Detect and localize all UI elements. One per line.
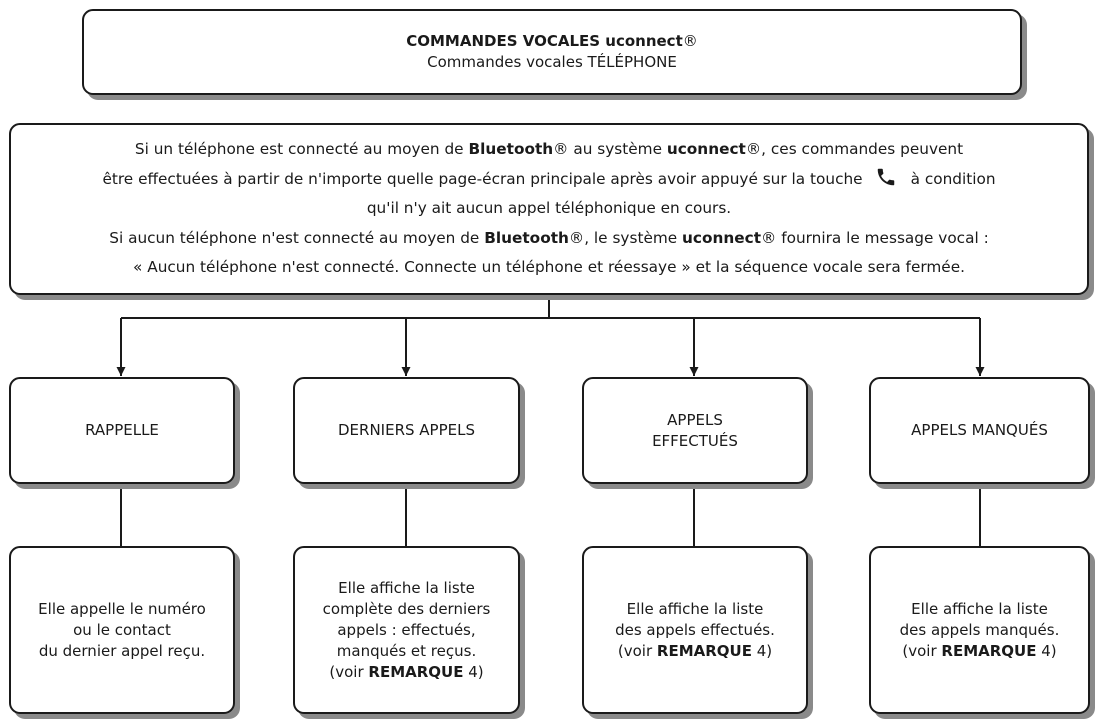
note-reference: (voir REMARQUE 4): [618, 641, 772, 662]
command-label: APPELS: [667, 410, 723, 429]
intro-text: au système: [568, 140, 667, 159]
note-text: 4): [1036, 641, 1057, 660]
intro-text: fournira le message vocal :: [776, 228, 989, 247]
note-text: 4): [751, 641, 773, 660]
title-box: COMMANDES VOCALES uconnect® Commandes vo…: [82, 9, 1022, 95]
note-remarque: REMARQUE: [941, 641, 1037, 660]
title-line-1: COMMANDES VOCALES uconnect®: [406, 31, 698, 52]
note-remarque: REMARQUE: [368, 662, 464, 681]
description-rappelle: Elle appelle le numéro ou le contact du …: [9, 546, 235, 714]
bluetooth-term: Bluetooth: [468, 140, 554, 159]
uconnect-term: uconnect: [666, 140, 746, 159]
registered-mark: ®: [761, 228, 777, 247]
registered-mark: ®: [745, 140, 762, 159]
note-text: (voir: [329, 662, 369, 681]
note-reference: (voir REMARQUE 4): [902, 641, 1056, 662]
intro-text: , le système: [584, 228, 683, 247]
intro-box: Si un téléphone est connecté au moyen de…: [9, 123, 1089, 295]
description-line: Elle affiche la liste: [338, 578, 475, 597]
intro-line-5: « Aucun téléphone n'est connecté. Connec…: [133, 258, 965, 277]
intro-line-4: Si aucun téléphone n'est connecté au moy…: [109, 224, 988, 254]
note-reference: (voir REMARQUE 4): [329, 662, 483, 683]
description-line: manqués et reçus.: [336, 641, 477, 660]
bluetooth-term: Bluetooth: [484, 228, 569, 247]
intro-text: à condition: [910, 169, 996, 188]
registered-mark: ®: [568, 228, 585, 247]
note-text: (voir: [902, 641, 942, 660]
note-text: 4): [463, 662, 484, 681]
description-line: Elle appelle le numéro: [38, 599, 206, 618]
description-line: ou le contact: [73, 620, 171, 639]
command-appels-effectues: APPELS EFFECTUÉS: [582, 377, 808, 484]
command-label: EFFECTUÉS: [652, 431, 738, 450]
intro-line-2: être effectuées à partir de n'importe qu…: [102, 165, 996, 195]
description-line: Elle affiche la liste: [911, 599, 1048, 618]
description-appels-effectues: Elle affiche la liste des appels effectu…: [582, 546, 808, 714]
title-heading: COMMANDES VOCALES uconnect: [406, 32, 683, 50]
command-label: DERNIERS APPELS: [338, 421, 475, 439]
intro-text: , ces commandes peuvent: [761, 140, 964, 159]
description-line: Elle affiche la liste: [626, 599, 764, 618]
uconnect-term: uconnect: [682, 228, 762, 247]
registered-mark: ®: [553, 140, 569, 159]
description-derniers-appels: Elle affiche la liste complète des derni…: [293, 546, 520, 714]
intro-text: être effectuées à partir de n'importe qu…: [102, 169, 863, 188]
title-registered-mark: ®: [682, 32, 698, 50]
command-rappelle: RAPPELLE: [9, 377, 235, 484]
command-label: APPELS MANQUÉS: [911, 421, 1048, 439]
command-appels-manques: APPELS MANQUÉS: [869, 377, 1090, 484]
intro-text: Si un téléphone est connecté au moyen de: [134, 140, 469, 159]
command-derniers-appels: DERNIERS APPELS: [293, 377, 520, 484]
description-line: des appels manqués.: [899, 620, 1060, 639]
command-label: RAPPELLE: [85, 421, 159, 439]
intro-line-1: Si un téléphone est connecté au moyen de…: [135, 135, 963, 165]
intro-line-3: qu'il n'y ait aucun appel téléphonique e…: [366, 199, 732, 218]
phone-handset-icon: [875, 166, 897, 188]
description-line: appels : effectués,: [337, 620, 476, 639]
title-subheading: Commandes vocales TÉLÉPHONE: [427, 53, 677, 71]
intro-text: Si aucun téléphone n'est connecté au moy…: [109, 228, 485, 247]
description-line: du dernier appel reçu.: [38, 641, 206, 660]
description-appels-manques: Elle affiche la liste des appels manqués…: [869, 546, 1090, 714]
note-text: (voir: [617, 641, 657, 660]
description-line: des appels effectués.: [615, 620, 775, 639]
note-remarque: REMARQUE: [656, 641, 752, 660]
description-line: complète des derniers: [322, 599, 491, 618]
